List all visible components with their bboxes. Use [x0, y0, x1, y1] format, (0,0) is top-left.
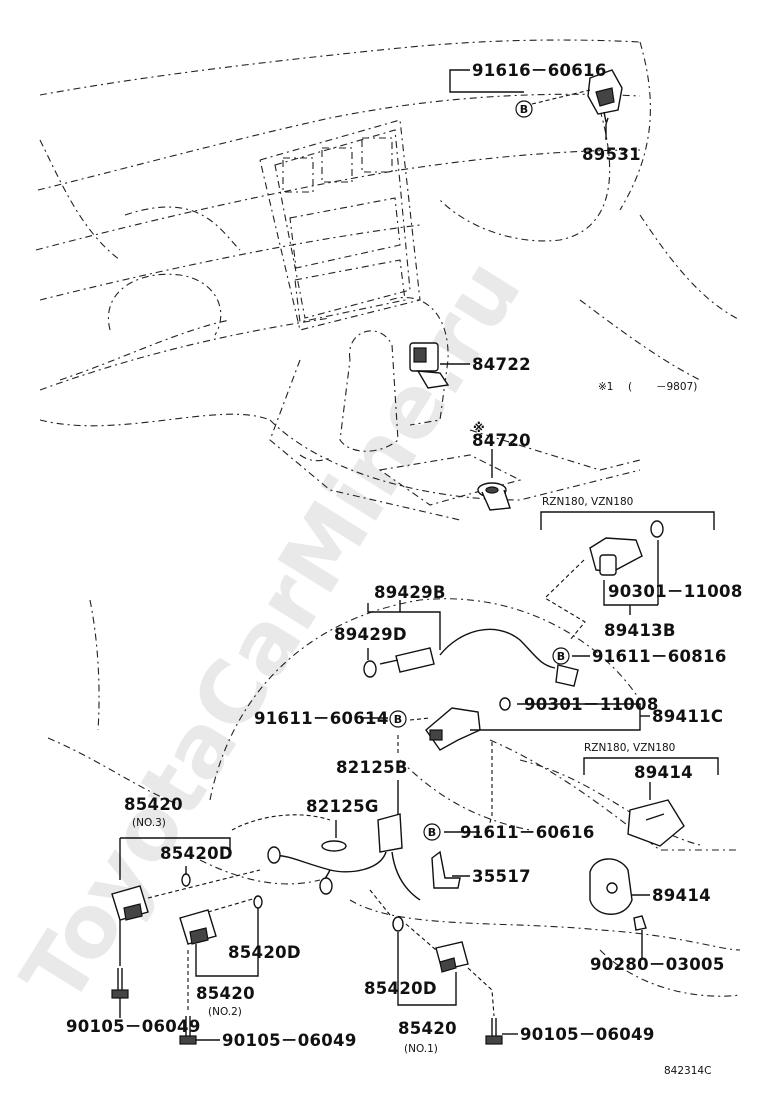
- part-84720: [477, 482, 511, 511]
- sub-labels: (NO.3) (NO.2) (NO.1) RZN180, VZN180 RZN1…: [132, 381, 711, 1077]
- bolt-marker-1: B: [515, 100, 533, 118]
- label-90105-06049-a: 90105－06049: [66, 1017, 201, 1036]
- part-89414-a: [627, 799, 685, 847]
- bolt-90105-c: [485, 1018, 503, 1045]
- footnote-mark: ※1: [598, 381, 613, 393]
- watermark: ToyotaCarMine.ru: [3, 243, 541, 1021]
- diagram-code: 842314C: [664, 1065, 711, 1077]
- svg-text:B: B: [428, 826, 436, 839]
- sub-no1: (NO.1): [404, 1043, 438, 1055]
- label-90301-11008-b: 90301－11008: [524, 695, 659, 714]
- part-89414-b: [589, 858, 647, 931]
- label-84722: 84722: [472, 355, 531, 374]
- star-marker: ※: [473, 421, 485, 435]
- leader-lines: [119, 69, 719, 1041]
- part-89531: [587, 69, 623, 125]
- body-outline: [47, 598, 741, 997]
- part-85420-no3: [111, 885, 149, 921]
- part-89413B: [589, 520, 664, 576]
- label-90105-06049-c: 90105－06049: [520, 1025, 655, 1044]
- label-90301-11008-a: 90301－11008: [608, 582, 743, 601]
- label-90280-03005: 90280－03005: [590, 955, 725, 974]
- label-82125B: 82125B: [336, 758, 408, 777]
- label-91616-60616: 91616－60616: [472, 61, 607, 80]
- label-89411C: 89411C: [652, 707, 723, 726]
- label-89413B: 89413B: [604, 621, 676, 640]
- label-85420D-2: 85420D: [228, 943, 301, 962]
- label-89414-b: 89414: [652, 886, 711, 905]
- part-82125B: [267, 813, 421, 901]
- sub-no3: (NO.3): [132, 817, 166, 829]
- label-85420-no1: 85420: [398, 1019, 457, 1038]
- label-85420D-1: 85420D: [160, 844, 233, 863]
- svg-text:B: B: [520, 103, 528, 116]
- sub-no2: (NO.2): [208, 1006, 242, 1018]
- label-89429D: 89429D: [334, 625, 407, 644]
- label-82125G: 82125G: [306, 797, 379, 816]
- rzn-label-a: RZN180, VZN180: [542, 496, 633, 508]
- label-89531: 89531: [582, 145, 641, 164]
- label-91611-60816: 91611－60816: [592, 647, 727, 666]
- svg-text:B: B: [557, 650, 565, 663]
- label-85420-no3: 85420: [124, 795, 183, 814]
- part-89429B: [363, 628, 579, 687]
- label-89414-a: 89414: [634, 763, 693, 782]
- part-85420-no2: [179, 909, 217, 945]
- part-84722: [409, 342, 450, 389]
- rzn-label-b: RZN180, VZN180: [584, 742, 675, 754]
- label-91611-60614: 91611－60614: [254, 709, 389, 728]
- label-91611-60616: 91611－60616: [460, 823, 595, 842]
- label-85420-no2: 85420: [196, 984, 255, 1003]
- label-89429B: 89429B: [374, 583, 446, 602]
- label-35517: 35517: [472, 867, 531, 886]
- part-35517: [431, 850, 461, 889]
- bolt-marker-4: B: [423, 823, 441, 841]
- label-85420D-3: 85420D: [364, 979, 437, 998]
- svg-text:B: B: [394, 713, 402, 726]
- bolt-marker-2: B: [552, 647, 570, 665]
- label-84720: 84720: [472, 431, 531, 450]
- part-85420D-3: [392, 916, 404, 932]
- part-labels: 91616－60616 89531 84722 ※ 84720 89429B 8…: [66, 61, 743, 1050]
- footnote-paren: (: [628, 381, 632, 393]
- part-85420D-1: [181, 873, 191, 887]
- label-90105-06049-b: 90105－06049: [222, 1031, 357, 1050]
- part-89411C: [425, 697, 511, 751]
- bolt-marker-3: B: [389, 710, 407, 728]
- part-85420-no1: [435, 941, 469, 973]
- footnote-range: －9807): [656, 381, 697, 393]
